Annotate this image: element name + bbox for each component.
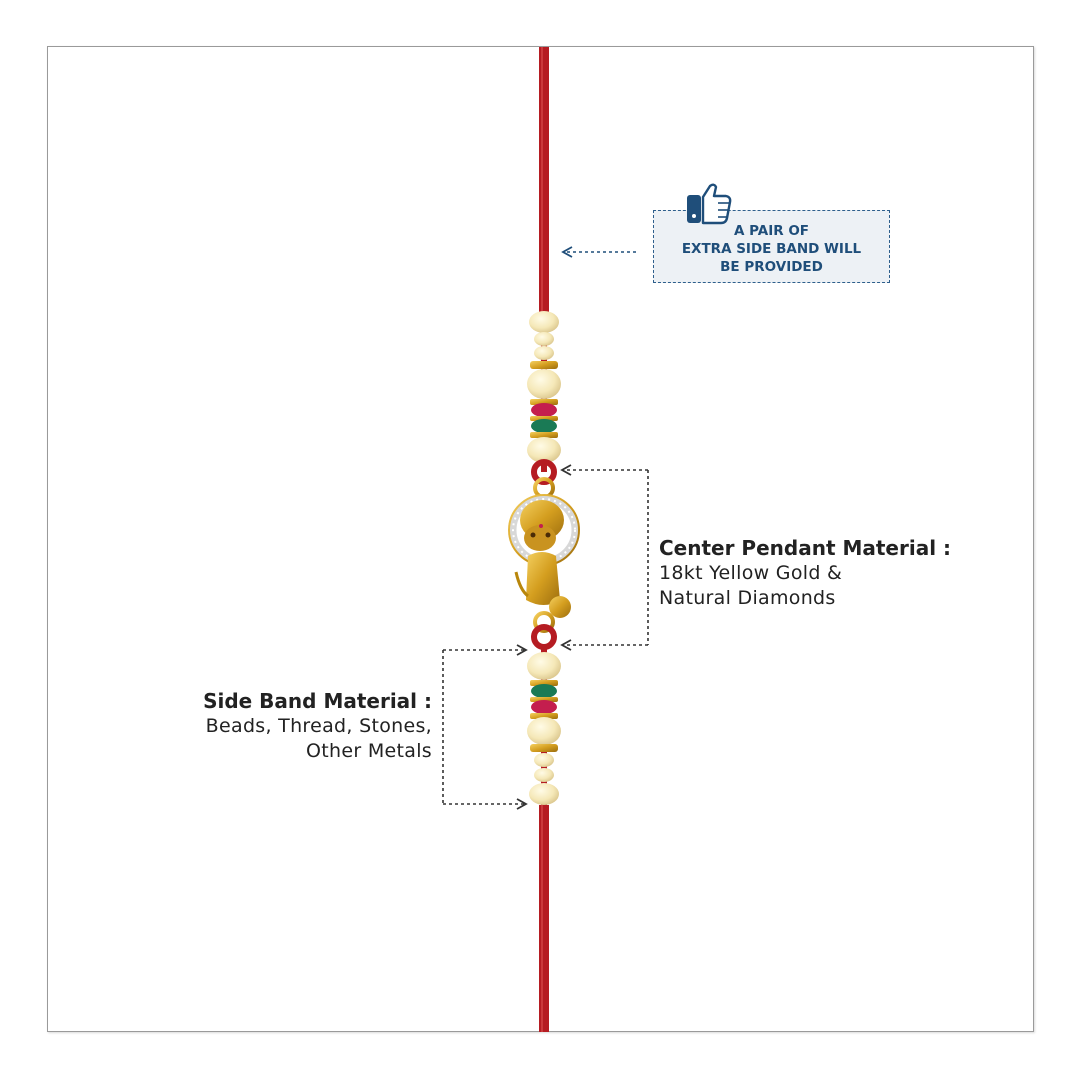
thread-top	[539, 47, 549, 312]
center-pendant-bracket	[560, 464, 649, 651]
center-pendant-heading: Center Pendant Material :	[659, 536, 952, 560]
thumbs-up-icon	[687, 183, 732, 225]
center-pendant-body: 18kt Yellow Gold & Natural Diamonds	[659, 562, 843, 609]
thread-bottom	[539, 805, 549, 1032]
side-band-heading: Side Band Material :	[203, 689, 432, 713]
center-pendant	[508, 477, 580, 633]
lower-side-band	[527, 624, 561, 805]
side-band-bracket	[442, 644, 528, 810]
side-band-body: Beads, Thread, Stones, Other Metals	[205, 715, 432, 762]
center-pendant-label: Center Pendant Material : 18kt Yellow Go…	[659, 535, 951, 611]
upper-side-band	[527, 311, 561, 485]
side-band-label: Side Band Material : Beads, Thread, Ston…	[203, 688, 432, 764]
callout-text: A PAIR OF EXTRA SIDE BAND WILL BE PROVID…	[681, 223, 862, 275]
